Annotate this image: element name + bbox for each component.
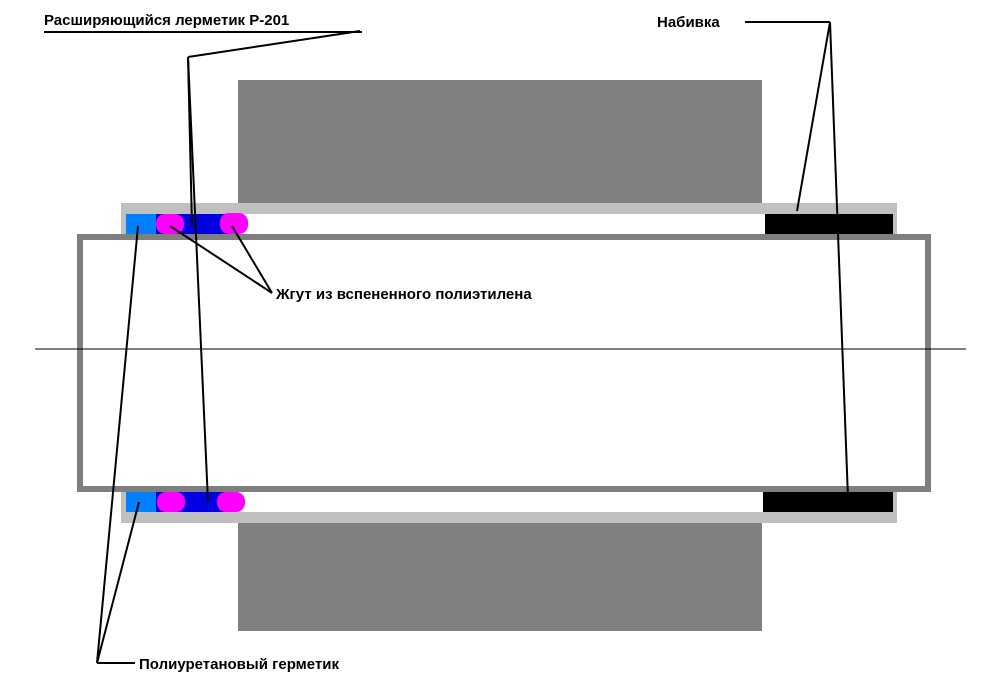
packing-top [765,214,893,234]
leader-lines [96,21,849,664]
sleeve-top-right [892,203,897,234]
packing-bottom [763,492,893,512]
polyurethane-sealant-bottom [126,492,156,512]
label-expanding-sealant: Расширяющийся лерметик Р-201 [44,12,290,29]
sleeve-top [121,203,897,214]
wall-block-top [238,80,762,203]
wall-block-bottom [238,523,762,631]
foam-tourniquet-top-1 [156,214,184,234]
pipe [77,234,931,492]
sleeve-bottom-right [892,492,897,523]
foam-tourniquet-bottom-1 [157,492,185,512]
label-underline [44,31,362,33]
polyurethane-sealant-top [126,214,156,234]
sleeve-bottom [121,512,897,523]
label-packing: Набивка [657,14,720,31]
foam-tourniquet-bottom-2 [217,492,245,512]
foam-tourniquet-top-2 [220,213,248,234]
sleeve-top-left [121,203,126,234]
sleeve-bottom-left [121,492,126,523]
label-polyurethane-sealant: Полиуретановый герметик [139,656,339,673]
label-foam-tourniquet: Жгут из вспененного полиэтилена [276,286,532,303]
